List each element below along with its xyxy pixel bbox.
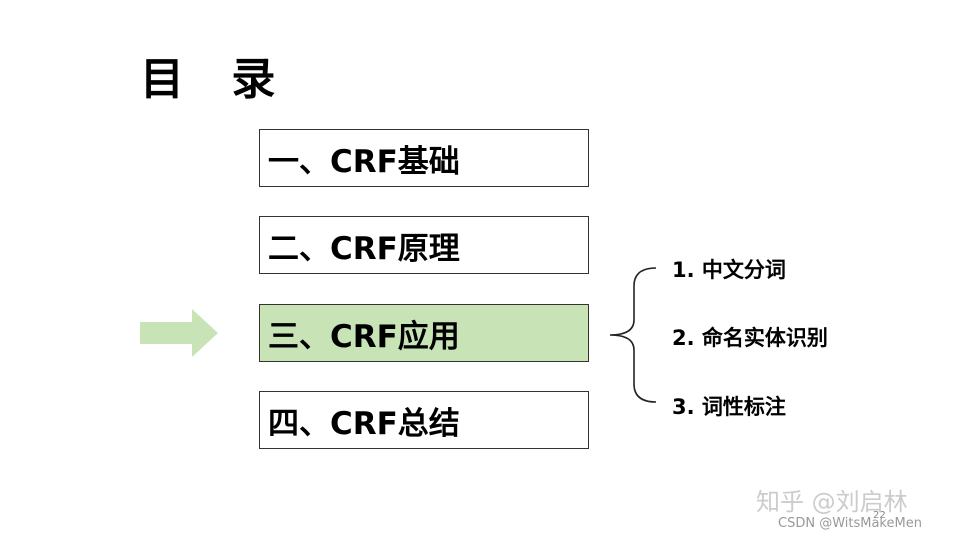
current-section-arrow-icon: [140, 309, 218, 357]
section-box-crf-basics: 一、CRF基础: [259, 129, 589, 187]
page-title: 目 录: [140, 54, 292, 105]
zhihu-watermark: 知乎 @刘启林: [756, 488, 908, 516]
section-label: 三、CRF应用: [268, 318, 460, 355]
section-label: 四、CRF总结: [268, 405, 460, 442]
subitem-named-entity-recognition: 2. 命名实体识别: [672, 326, 828, 350]
section-label: 一、CRF基础: [268, 143, 460, 180]
section-label: 二、CRF原理: [268, 230, 460, 267]
subitem-pos-tagging: 3. 词性标注: [672, 395, 786, 419]
csdn-watermark: CSDN @WitsMakeMen: [778, 516, 922, 531]
page-number: 22: [873, 510, 886, 521]
subitem-chinese-segmentation: 1. 中文分词: [672, 258, 786, 282]
section-box-crf-principles: 二、CRF原理: [259, 216, 589, 274]
section-box-crf-applications: 三、CRF应用: [259, 304, 589, 362]
section-box-crf-summary: 四、CRF总结: [259, 391, 589, 449]
left-brace-icon: [609, 267, 657, 403]
